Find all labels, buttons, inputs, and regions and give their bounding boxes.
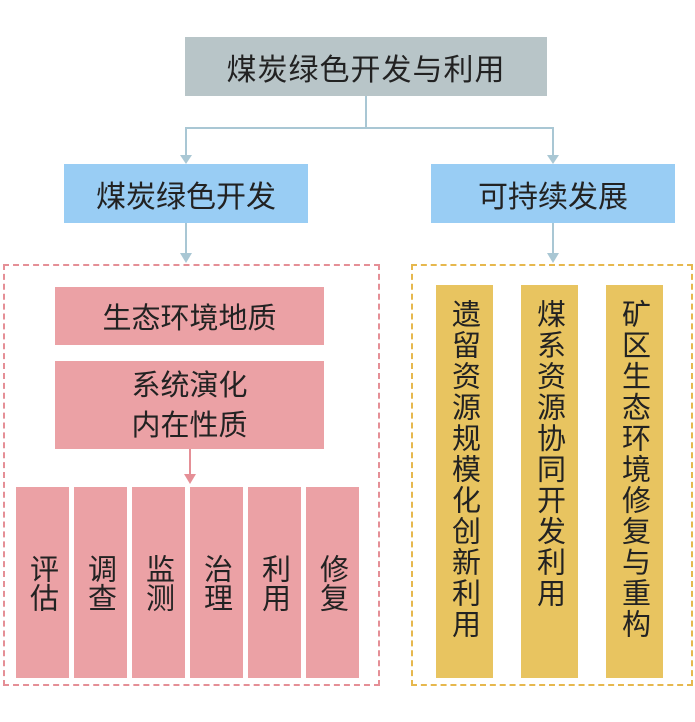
sustainable-development-node: 可持续发展	[431, 164, 675, 223]
root-node: 煤炭绿色开发与利用	[185, 37, 547, 96]
arrow-to-left-branch	[180, 155, 192, 164]
right-group-frame	[411, 264, 693, 686]
action-column: 利用	[248, 487, 301, 678]
root-to-right-connector	[366, 127, 554, 157]
left-group-frame	[3, 264, 380, 686]
action-column: 修复	[306, 487, 359, 678]
system-evolution-node: 系统演化 内在性质	[55, 361, 324, 449]
action-label: 修复	[315, 553, 350, 612]
eco-geology-node: 生态环境地质	[55, 287, 324, 345]
green-development-label: 煤炭绿色开发	[96, 179, 276, 215]
sustainable-item-column: 矿区生态环境修复与重构	[606, 285, 663, 678]
action-label: 调查	[83, 553, 118, 612]
arrow-to-actions	[184, 474, 196, 484]
action-label: 监测	[141, 553, 176, 612]
system-evolution-line1: 系统演化	[131, 368, 248, 402]
system-evolution-line2: 内在性质	[131, 408, 248, 442]
sustainable-item-label: 矿区生态环境修复与重构	[617, 299, 652, 640]
sustainable-item-label: 煤系资源协同开发利用	[532, 299, 567, 609]
action-column: 监测	[132, 487, 185, 678]
action-column: 治理	[190, 487, 243, 678]
root-label: 煤炭绿色开发与利用	[226, 52, 506, 88]
action-column: 调查	[74, 487, 127, 678]
arrow-to-left-frame	[180, 253, 192, 263]
sustainable-item-label: 遗留资源规模化创新利用	[447, 299, 482, 640]
root-to-branches-connector	[185, 96, 367, 157]
action-label: 评估	[25, 553, 60, 612]
sustainable-development-label: 可持续发展	[478, 179, 628, 215]
action-column: 评估	[16, 487, 69, 678]
sustainable-item-column: 遗留资源规模化创新利用	[436, 285, 493, 678]
sustainable-item-column: 煤系资源协同开发利用	[521, 285, 578, 678]
arrow-to-right-frame	[547, 253, 559, 263]
action-label: 利用	[257, 553, 292, 612]
arrow-to-right-branch	[547, 155, 559, 164]
eco-geology-label: 生态环境地质	[102, 301, 277, 335]
action-label: 治理	[199, 553, 234, 612]
green-development-node: 煤炭绿色开发	[64, 164, 308, 223]
